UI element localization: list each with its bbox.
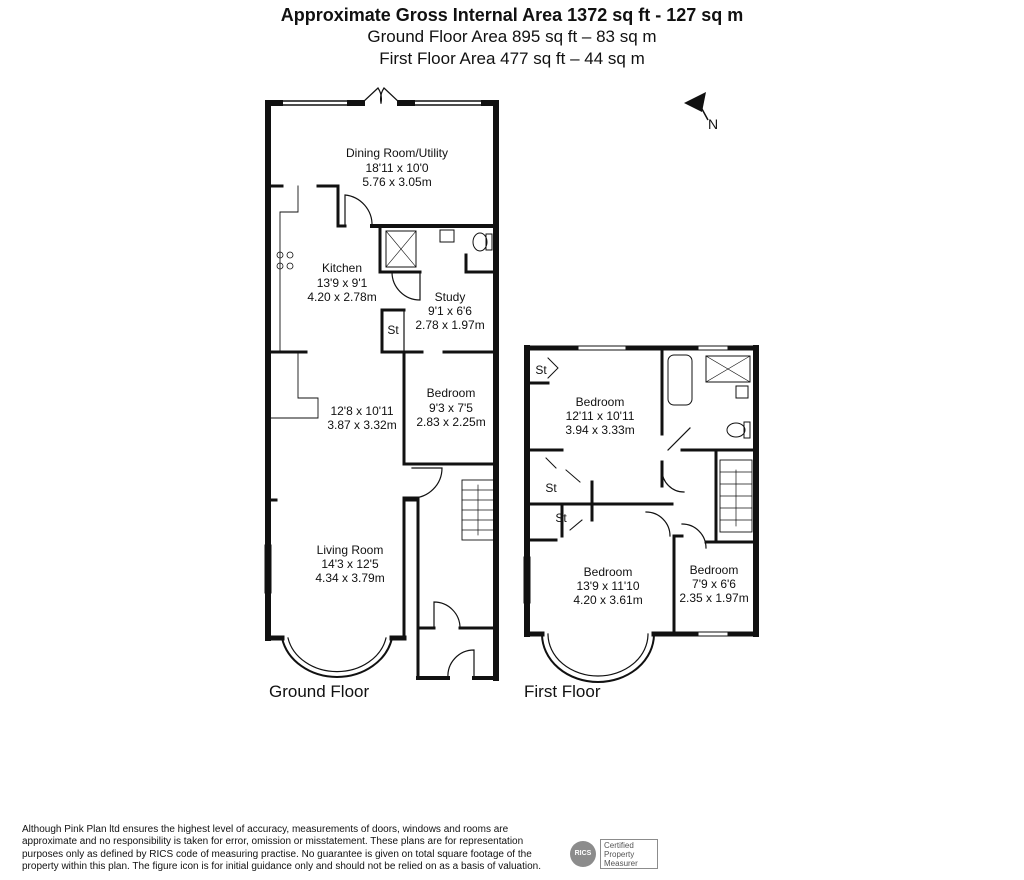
rics-certified-box: Certified Property Measurer: [600, 839, 658, 869]
ground-bedroom-metric: 2.83 x 2.25m: [416, 415, 485, 429]
first-floor-labels: St St St Bedroom 12'11 x 10'11 3.94 x 3.…: [535, 363, 748, 607]
ground-floor-area: Ground Floor Area 895 sq ft – 83 sq m: [367, 27, 657, 46]
first-floor-walls: [523, 345, 759, 683]
study-name: Study: [435, 290, 466, 304]
first-bedroom-3-imperial: 7'9 x 6'6: [692, 577, 736, 591]
rics-seal-icon: RICS: [570, 841, 596, 867]
first-store-2-label: St: [545, 481, 557, 495]
first-floor-label: First Floor: [524, 682, 601, 701]
first-bedroom-1-name: Bedroom: [576, 395, 625, 409]
first-bedroom-2-imperial: 13'9 x 11'10: [576, 579, 639, 593]
first-bedroom-1-imperial: 12'11 x 10'11: [566, 409, 635, 423]
rics-badge: RICS Certified Property Measurer: [570, 839, 662, 871]
open-area-imperial: 12'8 x 10'11: [330, 404, 393, 418]
ground-bedroom-imperial: 9'3 x 7'5: [429, 401, 473, 415]
first-bedroom-2-metric: 4.20 x 3.61m: [573, 593, 642, 607]
dining-room-imperial: 18'11 x 10'0: [365, 161, 428, 175]
first-bedroom-1-metric: 3.94 x 3.33m: [565, 423, 634, 437]
first-bedroom-3-metric: 2.35 x 1.97m: [679, 591, 748, 605]
kitchen-imperial: 13'9 x 9'1: [317, 276, 368, 290]
study-metric: 2.78 x 1.97m: [415, 318, 484, 332]
ground-floor-label: Ground Floor: [269, 682, 369, 701]
disclaimer-text: Although Pink Plan ltd ensures the highe…: [22, 824, 542, 873]
living-room-name: Living Room: [317, 543, 384, 557]
rics-line-1: Certified: [604, 841, 634, 850]
gross-area-title: Approximate Gross Internal Area 1372 sq …: [280, 5, 744, 25]
rics-line-2: Property: [604, 850, 635, 859]
first-store-3-label: St: [555, 511, 567, 525]
first-bedroom-3-name: Bedroom: [690, 563, 739, 577]
rics-line-3: Measurer: [604, 859, 638, 868]
study-imperial: 9'1 x 6'6: [428, 304, 472, 318]
plan-header: Approximate Gross Internal Area 1372 sq …: [0, 4, 1024, 70]
ground-floor-labels: Dining Room/Utility 18'11 x 10'0 5.76 x …: [307, 146, 485, 585]
north-arrow-icon: N: [684, 92, 718, 132]
dining-room-metric: 5.76 x 3.05m: [362, 175, 431, 189]
ground-store-label: St: [387, 323, 399, 337]
open-area-metric: 3.87 x 3.32m: [327, 418, 396, 432]
kitchen-name: Kitchen: [322, 261, 362, 275]
living-room-imperial: 14'3 x 12'5: [321, 557, 379, 571]
living-room-metric: 4.34 x 3.79m: [315, 571, 384, 585]
first-floor-area: First Floor Area 477 sq ft – 44 sq m: [379, 49, 645, 68]
north-label: N: [708, 116, 718, 132]
dining-room-name: Dining Room/Utility: [346, 146, 448, 160]
first-bedroom-2-name: Bedroom: [584, 565, 633, 579]
first-store-1-label: St: [535, 363, 547, 377]
ground-floor-walls: [264, 87, 499, 681]
ground-bedroom-name: Bedroom: [427, 386, 476, 400]
kitchen-metric: 4.20 x 2.78m: [307, 290, 376, 304]
